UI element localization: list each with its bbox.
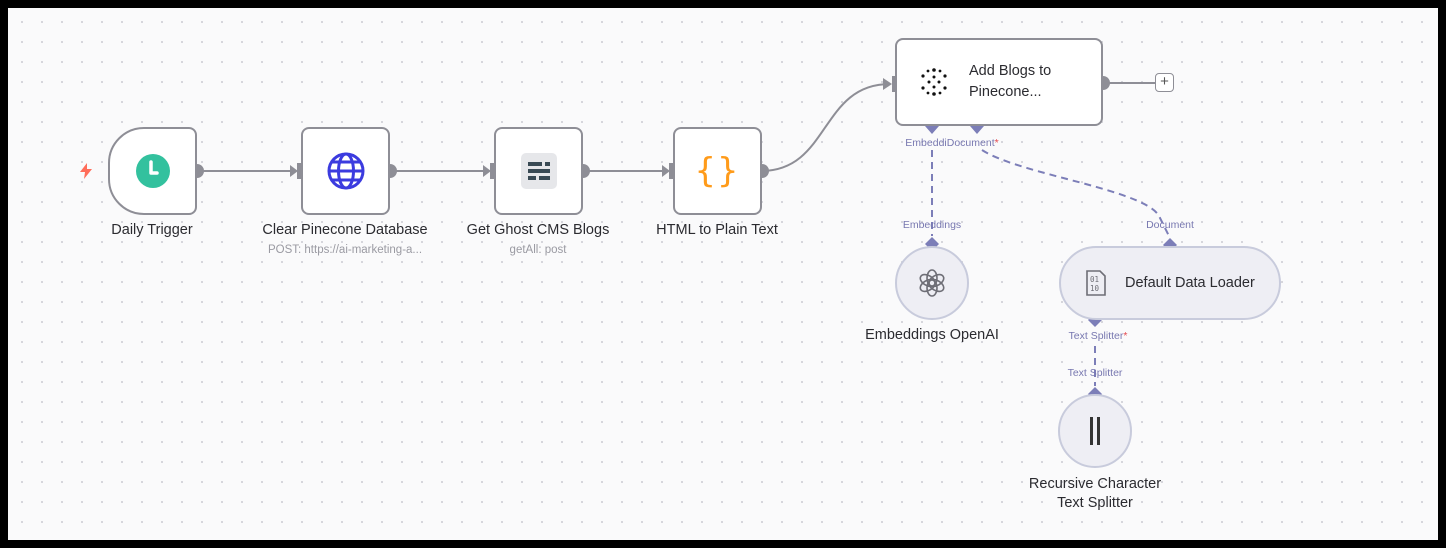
splitter-icon [1090, 417, 1100, 445]
arrow-head [483, 165, 491, 177]
node-label: Embeddings OpenAI [865, 327, 999, 343]
node-clear-pinecone[interactable] [301, 127, 390, 215]
node-embeddings-openai[interactable] [895, 246, 969, 320]
node-subtitle: getAll: post [509, 244, 567, 256]
node-label-line2: Text Splitter [1057, 495, 1133, 511]
clock-icon [135, 154, 170, 188]
input-handle [669, 163, 675, 179]
handle-label-embedding: Embeddi [905, 137, 947, 149]
node-label: Recursive Character Text Splitter [1029, 475, 1161, 513]
node-label: Get Ghost CMS Blogs [466, 222, 610, 238]
node-label-line2: Pinecone... [969, 84, 1042, 100]
arrow-head [662, 165, 670, 177]
trigger-bolt-icon [80, 163, 92, 179]
node-default-data-loader[interactable]: 01 10 Default Data Loader [1059, 246, 1281, 320]
arrow-head [883, 78, 892, 90]
node-text-splitter[interactable] [1058, 394, 1132, 468]
handle-label-text-splitter-in: Text Splitter* [1069, 330, 1128, 342]
handle-label-text: Text Splitter [1068, 330, 1124, 342]
input-handle [297, 163, 303, 179]
add-node-plus-button[interactable]: + [1155, 73, 1174, 92]
binary-file-icon: 01 10 [1086, 270, 1106, 296]
node-html-to-plain-text[interactable]: {} [673, 127, 762, 215]
required-mark: * [1123, 330, 1128, 342]
edge-html-to-add [760, 83, 891, 172]
handle-label-document: Document [946, 137, 995, 149]
node-daily-trigger[interactable] [108, 127, 197, 215]
code-braces-icon: {} [695, 151, 740, 191]
node-label-line1: Add Blogs to [969, 63, 1052, 79]
node-label: Default Data Loader [1125, 275, 1255, 291]
svg-text:10: 10 [1090, 284, 1100, 293]
edge-document [981, 149, 1171, 239]
node-label: HTML to Plain Text [656, 222, 778, 238]
node-get-ghost-blogs[interactable] [494, 127, 583, 215]
required-mark: * [994, 137, 999, 149]
node-add-blogs-pinecone[interactable]: Add Blogs to Pinecone... [895, 38, 1103, 126]
arrow-head [290, 165, 298, 177]
node-subtitle: POST: https://ai-marketing-a... [267, 244, 423, 256]
ghost-icon [520, 153, 557, 189]
node-label-line1: Recursive Character [1028, 476, 1162, 492]
pinecone-icon [921, 68, 947, 96]
node-label: Daily Trigger [111, 222, 193, 238]
handle-labels-add-blogs: EmbeddiDocument* [905, 137, 998, 149]
openai-icon [919, 269, 945, 297]
globe-icon [327, 152, 364, 190]
handle-label-text-splitter-out: Text Splitter [1067, 367, 1123, 379]
handle-label-embeddings: Embeddings [902, 219, 962, 231]
input-handle [490, 163, 496, 179]
node-label: Clear Pinecone Database [262, 222, 428, 238]
handle-label-document: Document [1146, 219, 1194, 231]
svg-text:01: 01 [1090, 275, 1099, 284]
